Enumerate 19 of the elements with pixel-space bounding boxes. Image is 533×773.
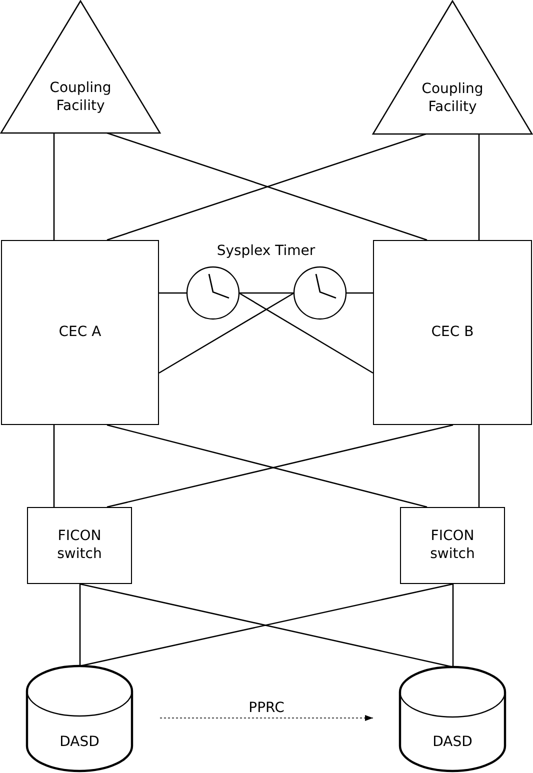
connector-line xyxy=(239,292,294,294)
connector-line xyxy=(159,292,187,294)
connector-line xyxy=(478,134,480,240)
connector-line xyxy=(53,133,55,240)
connector-line xyxy=(478,425,480,507)
connector-line xyxy=(452,584,454,667)
node-label: CEC B xyxy=(431,324,474,342)
connector-line xyxy=(346,292,373,294)
switch-box xyxy=(400,507,505,584)
connector-line xyxy=(53,425,55,507)
node-label: FICON switch xyxy=(56,528,103,563)
system-box xyxy=(373,240,532,425)
node-label: FICON switch xyxy=(429,528,476,563)
system-box xyxy=(1,240,159,425)
node-label: CEC A xyxy=(58,324,102,342)
switch-box xyxy=(27,507,132,584)
connector-line xyxy=(79,584,81,666)
timer-label: Sysplex Timer xyxy=(216,244,316,258)
arrow xyxy=(160,715,374,721)
